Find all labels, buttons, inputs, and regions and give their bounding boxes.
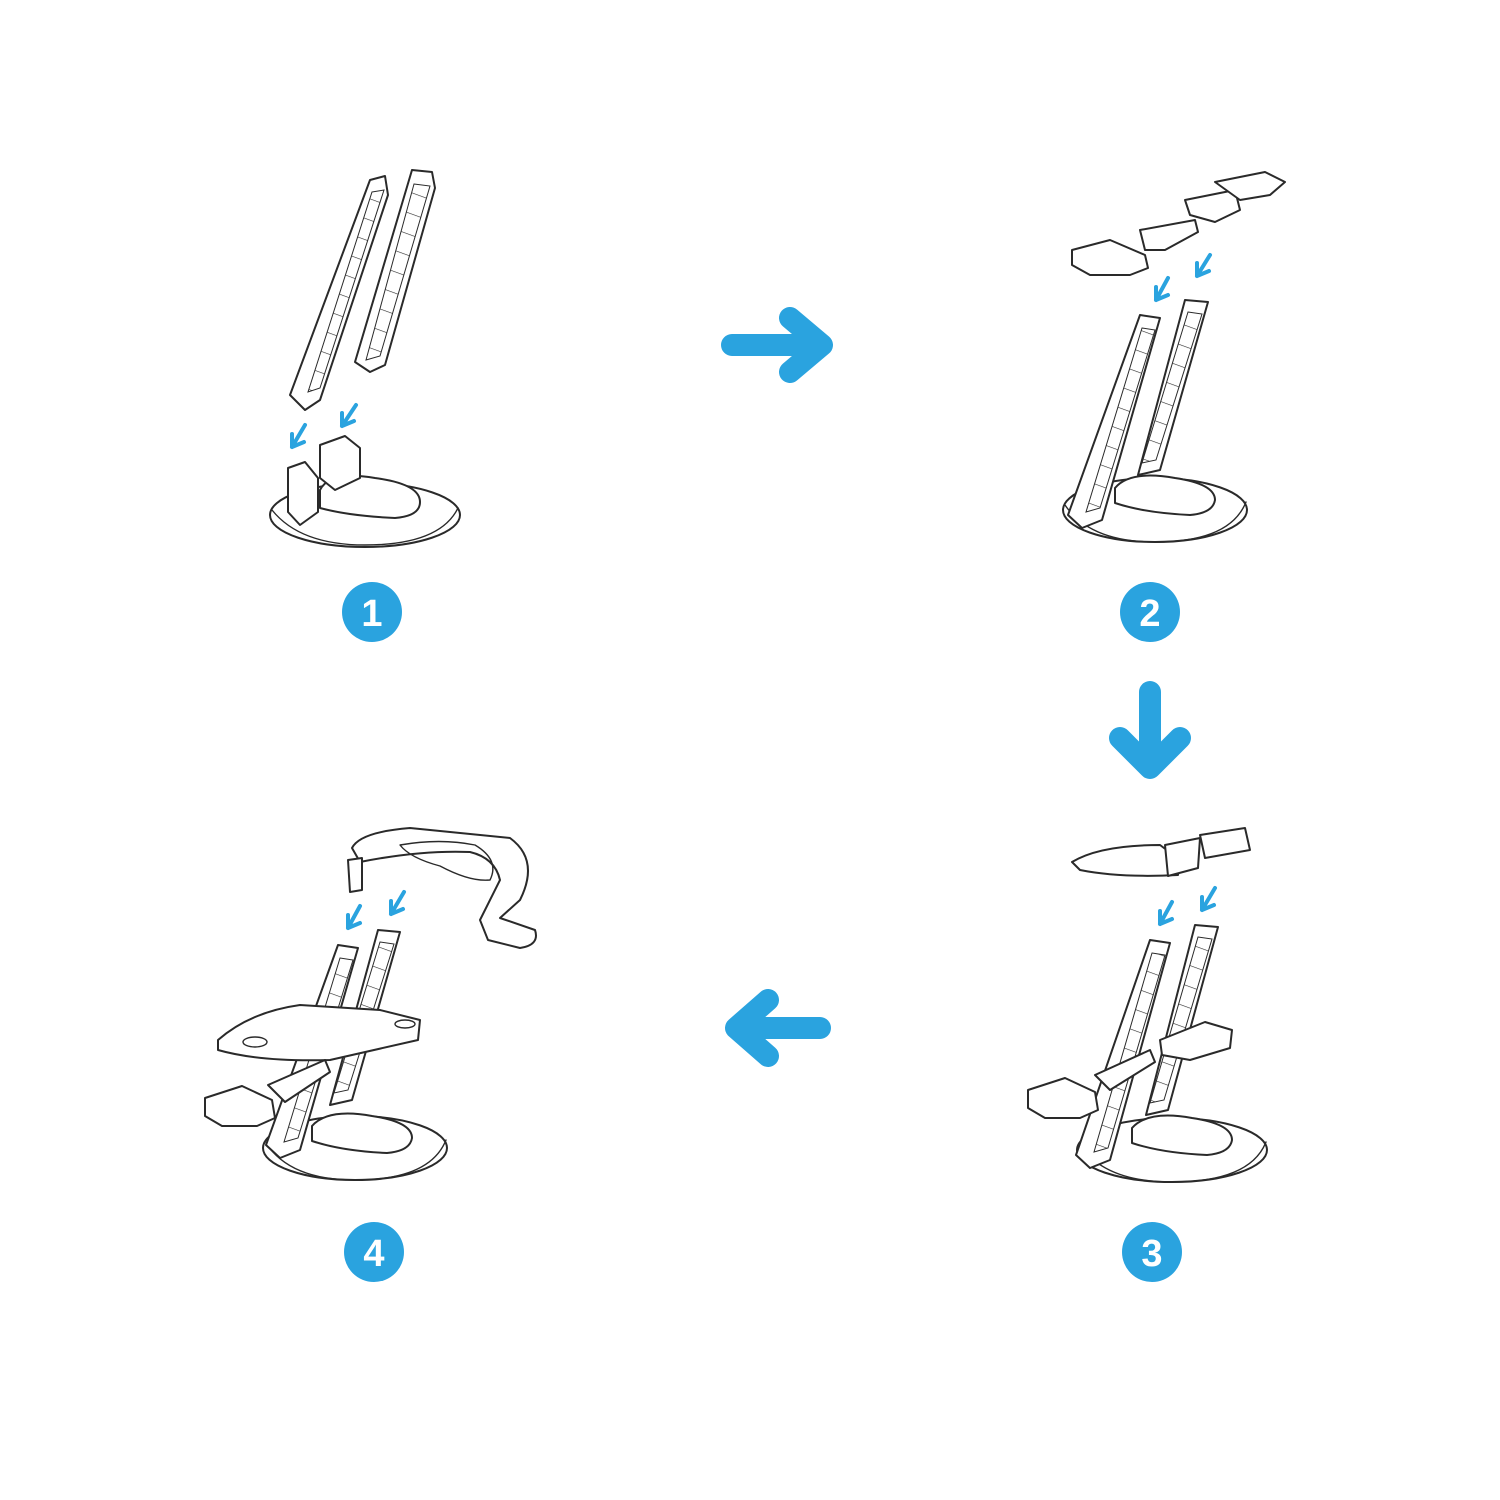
step-3-illustration [1027, 827, 1268, 1183]
step-4-illustration [204, 827, 537, 1181]
step-1-pillar-right [354, 169, 436, 373]
step-2-pillar-right [1137, 299, 1209, 476]
step-3-pillar-left [1075, 939, 1171, 1169]
step-2-insert-arrows [1154, 253, 1212, 302]
step-1-base [269, 435, 461, 548]
step-4-face-rest [347, 827, 537, 949]
flow-arrow-down-icon [1109, 681, 1191, 779]
step-number: 3 [1141, 1233, 1162, 1275]
step-3-insert-arrows [1158, 886, 1217, 926]
step-badge-3: 3 [1122, 1222, 1182, 1282]
step-1-insert-arrows [290, 403, 358, 449]
step-4-insert-arrows [346, 890, 406, 930]
step-1-pillar-left [289, 175, 389, 411]
flow-arrow-left-icon [725, 989, 831, 1067]
step-badge-1: 1 [342, 582, 402, 642]
step-badge-4: 4 [344, 1222, 404, 1282]
step-3-headset-tray [1071, 827, 1251, 877]
step-badge-2: 2 [1120, 582, 1180, 642]
step-4-headset-tray [217, 1004, 421, 1062]
step-3-base [1076, 1114, 1268, 1183]
step-number: 1 [361, 593, 382, 635]
step-3-controller-holder-left [1027, 1049, 1156, 1119]
step-1-illustration [269, 169, 461, 548]
step-2-illustration [1062, 171, 1286, 543]
step-number: 4 [363, 1233, 384, 1275]
step-2-controller-holder-right [1184, 171, 1286, 223]
step-4-base [262, 1112, 448, 1181]
flow-arrow-right-icon [721, 307, 833, 383]
step-4-controller-holder-left [204, 1059, 331, 1127]
step-number: 2 [1139, 593, 1160, 635]
step-2-controller-holder-left [1071, 219, 1199, 276]
step-3-controller-holder-right [1159, 1021, 1233, 1061]
step-2-pillar-left [1067, 314, 1161, 529]
